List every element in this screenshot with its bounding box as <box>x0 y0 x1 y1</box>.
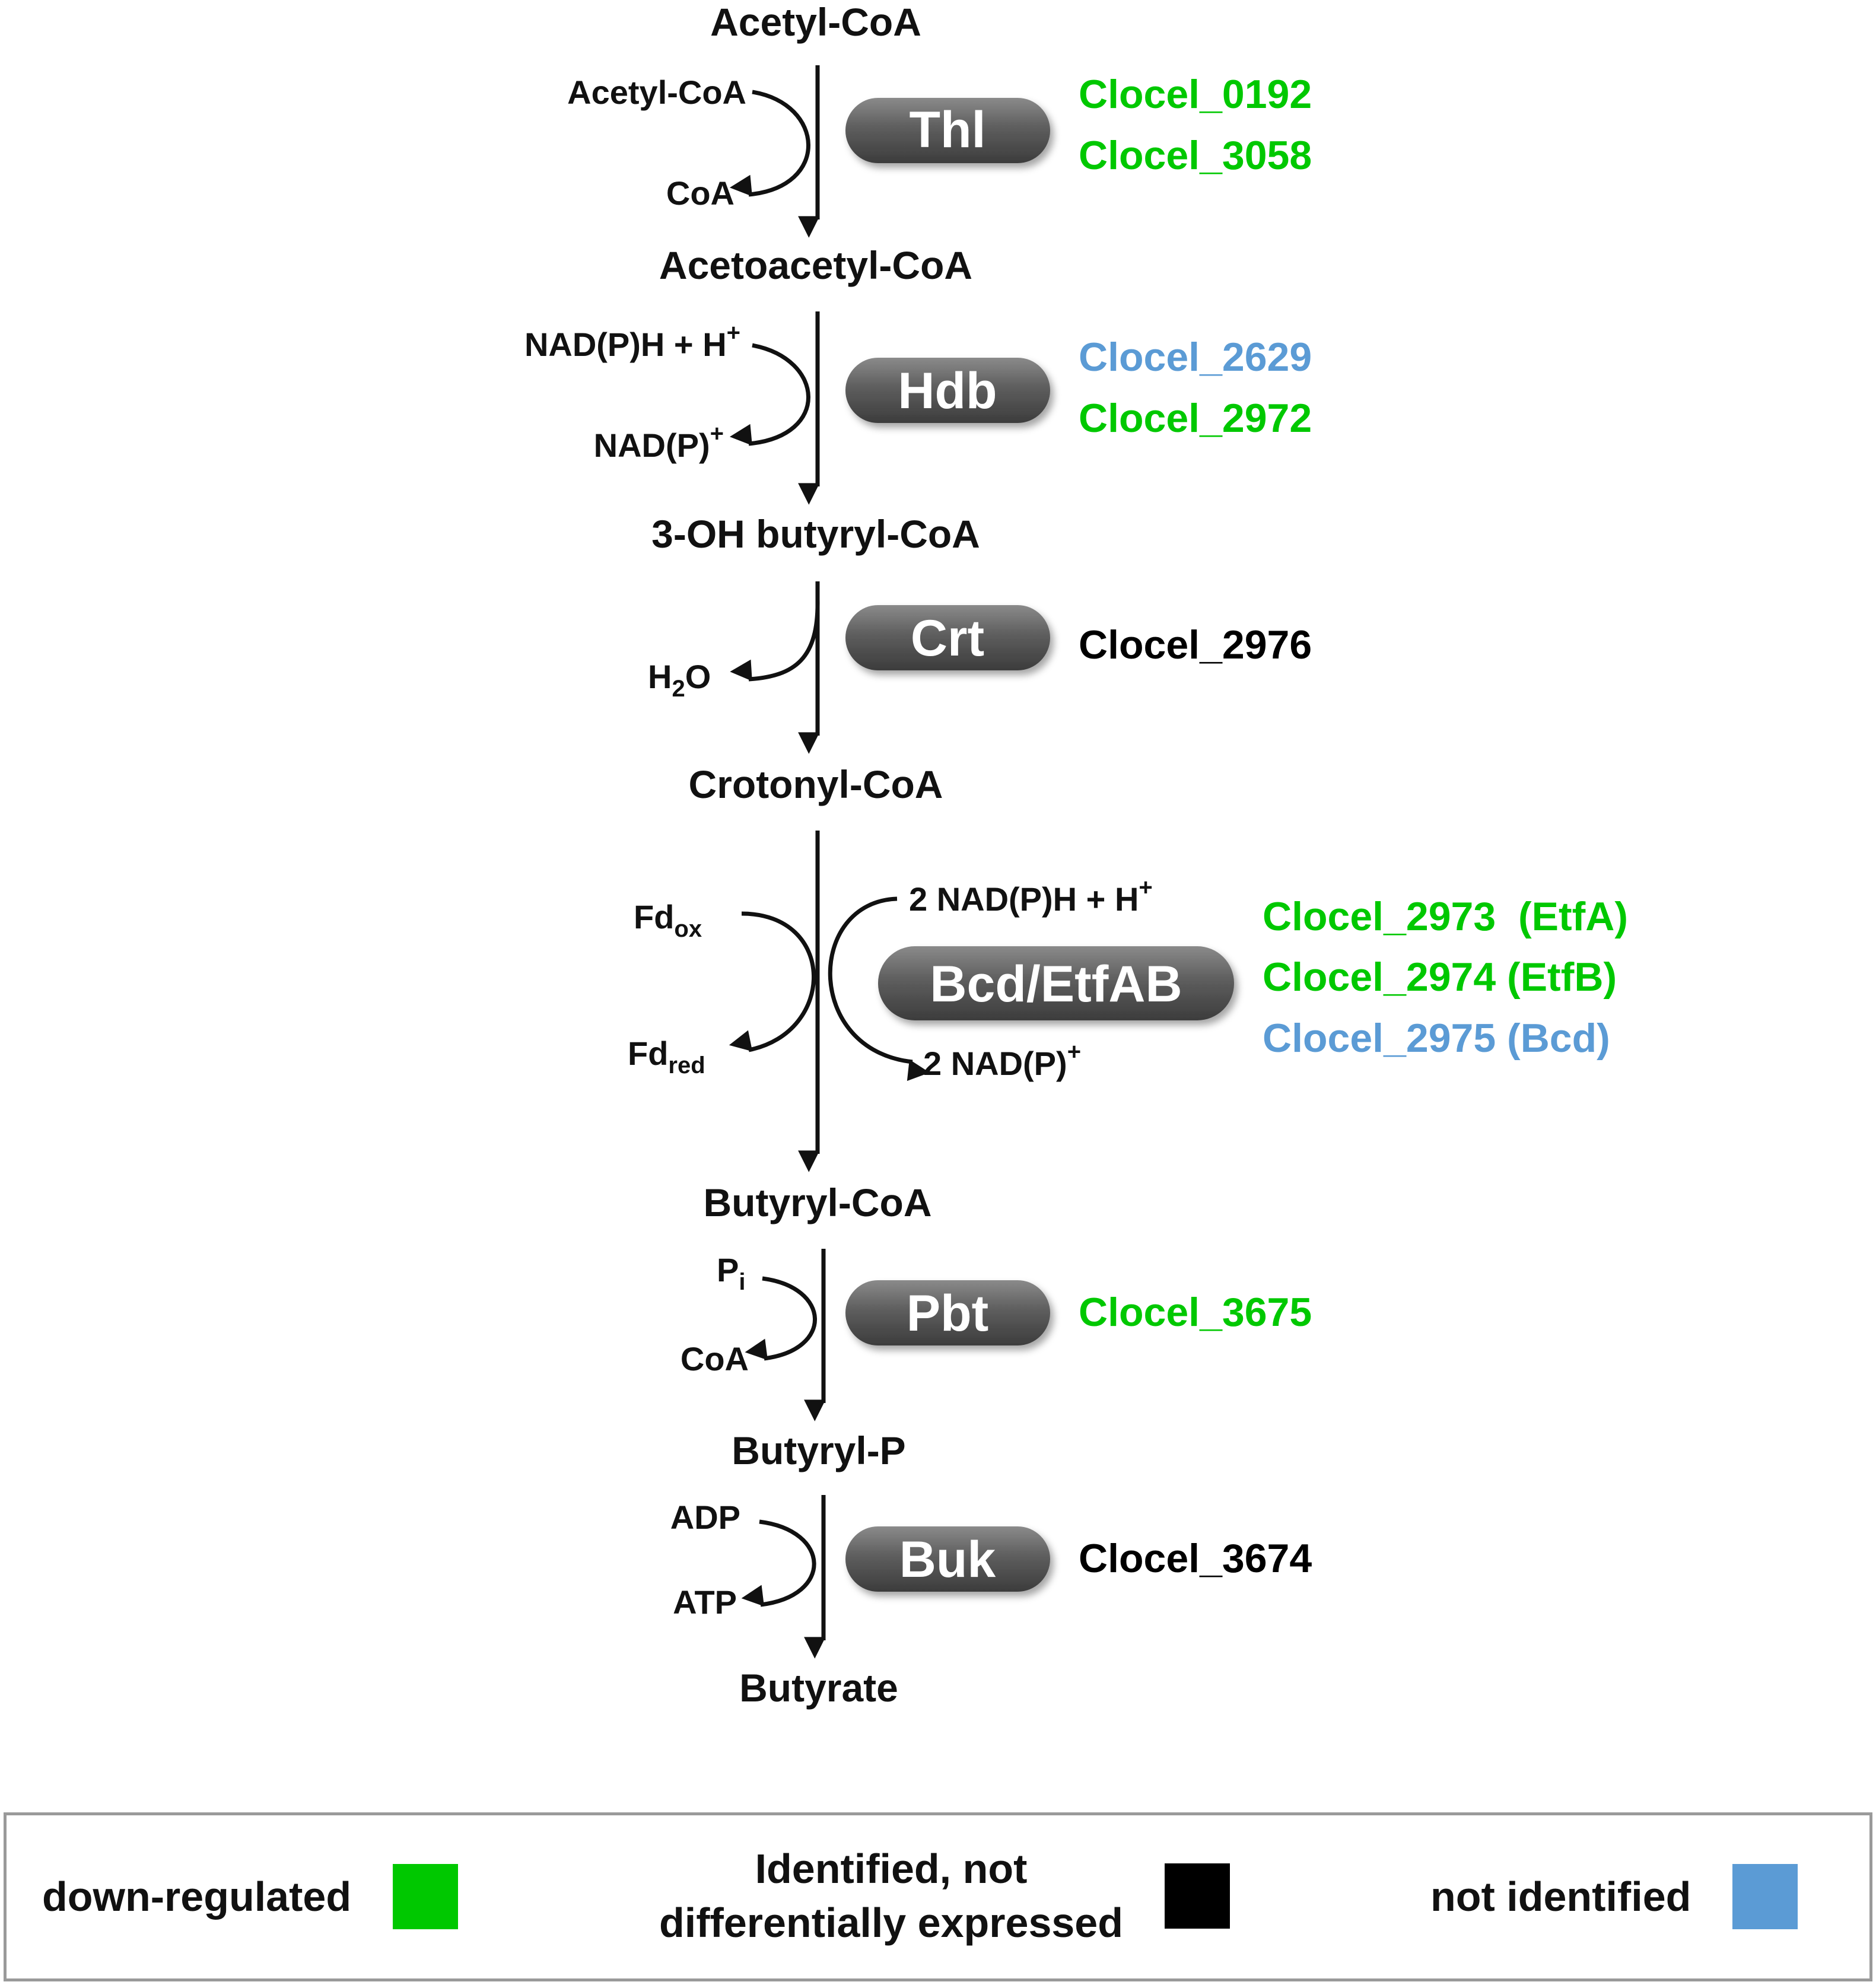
gene-thl-1: Clocel_0192 <box>1079 72 1312 117</box>
enzyme-label-hdb: Hdb <box>898 362 997 419</box>
gene-bcd-2: Clocel_2974 (EtfB) <box>1263 955 1617 1000</box>
butyrate-pathway-diagram: Acetyl-CoA Acetoacetyl-CoA 3-OH butyryl-… <box>524 0 1628 1710</box>
cofactor-pi: Pi <box>717 1251 745 1295</box>
gene-crt-1: Clocel_2976 <box>1079 622 1312 667</box>
cofactor-coa-pbt: CoA <box>681 1340 749 1378</box>
cofactor-fd-red: Fdred <box>628 1035 705 1079</box>
cofactor-arc-crt <box>730 599 820 682</box>
gene-bcd-3: Clocel_2975 (Bcd) <box>1263 1016 1610 1061</box>
cofactor-fd-ox: Fdox <box>634 898 702 942</box>
legend-label-line1: Identified, not <box>755 1846 1028 1892</box>
metabolite-acetoacetyl-coa: Acetoacetyl-CoA <box>659 243 972 287</box>
reaction-step-bcd: Fdox Fdred 2 NAD(P)H + H+ 2 NAD(P)+ Bcd/… <box>628 831 1628 1172</box>
gene-thl-2: Clocel_3058 <box>1079 133 1312 178</box>
legend-not-differential: Identified, not differentially expressed <box>659 1842 1230 1950</box>
legend-label-down-regulated: down-regulated <box>42 1873 352 1920</box>
legend-swatch-not-identified <box>1732 1864 1798 1929</box>
cofactor-acetyl-coa: Acetyl-CoA <box>567 74 746 111</box>
enzyme-pbt: Pbt <box>845 1280 1050 1345</box>
gene-pbt-1: Clocel_3675 <box>1079 1290 1312 1335</box>
enzyme-thl: Thl <box>845 98 1050 163</box>
legend-label-line2: differentially expressed <box>659 1900 1123 1946</box>
cofactor-nadph: NAD(P)H + H+ <box>524 320 740 363</box>
gene-hdb-1: Clocel_2629 <box>1079 335 1312 380</box>
reaction-step-thl: Acetyl-CoA CoA Thl Clocel_0192 Clocel_30… <box>567 65 1312 238</box>
gene-bcd-1: Clocel_2973 (EtfA) <box>1263 894 1628 939</box>
reaction-step-hdb: NAD(P)H + H+ NAD(P)+ Hdb Clocel_2629 Clo… <box>524 311 1312 505</box>
cofactor-adp: ADP <box>670 1499 740 1536</box>
metabolite-butyryl-p: Butyryl-P <box>732 1429 905 1472</box>
gene-hdb-2: Clocel_2972 <box>1079 396 1312 441</box>
metabolite-butyryl-coa: Butyryl-CoA <box>703 1181 931 1224</box>
enzyme-label-buk: Buk <box>899 1531 996 1588</box>
nad-arc <box>828 896 930 1081</box>
enzyme-buk: Buk <box>845 1526 1050 1592</box>
reaction-step-pbt: Pi CoA Pbt Clocel_3675 <box>681 1249 1312 1421</box>
legend-swatch-not-differential <box>1165 1863 1230 1929</box>
legend-label-not-differential: Identified, not differentially expressed <box>659 1842 1123 1950</box>
cofactor-arc-pbt <box>745 1276 817 1361</box>
enzyme-hdb: Hdb <box>845 358 1050 423</box>
cofactor-arc-buk <box>741 1519 816 1607</box>
reaction-step-buk: ADP ATP Buk Clocel_3674 <box>670 1495 1312 1659</box>
legend-label-not-identified: not identified <box>1430 1873 1691 1920</box>
cofactor-arc-hdb <box>729 343 810 446</box>
metabolite-crotonyl-coa: Crotonyl-CoA <box>689 762 943 806</box>
reaction-step-crt: H2O Crt Clocel_2976 <box>648 581 1312 754</box>
enzyme-bcd-etfab: Bcd/EtfAB <box>878 946 1234 1020</box>
cofactor-nadp: NAD(P)+ <box>594 421 724 464</box>
cofactor-water: H2O <box>648 658 711 702</box>
cofactor-arc-thl <box>729 90 810 197</box>
cofactor-coa: CoA <box>666 174 734 212</box>
metabolite-butyrate: Butyrate <box>739 1666 898 1710</box>
legend-swatch-down-regulated <box>393 1864 459 1929</box>
cofactor-2-nadp: 2 NAD(P)+ <box>923 1039 1081 1082</box>
metabolite-3-oh-butyryl-coa: 3-OH butyryl-CoA <box>651 512 980 556</box>
fd-arc <box>729 911 816 1052</box>
enzyme-label-bcd-etfab: Bcd/EtfAB <box>930 956 1182 1013</box>
legend-down-regulated: down-regulated <box>42 1864 459 1929</box>
cofactor-2-nadph: 2 NAD(P)H + H+ <box>909 874 1153 918</box>
legend-not-identified: not identified <box>1430 1864 1798 1929</box>
cofactor-atp: ATP <box>673 1583 737 1621</box>
enzyme-label-crt: Crt <box>911 610 984 667</box>
enzyme-crt: Crt <box>845 605 1050 670</box>
enzyme-label-pbt: Pbt <box>907 1285 989 1342</box>
metabolite-acetyl-coa: Acetyl-CoA <box>710 0 921 44</box>
enzyme-label-thl: Thl <box>910 101 986 158</box>
legend: down-regulated Identified, not different… <box>4 1812 1872 1981</box>
gene-buk-1: Clocel_3674 <box>1079 1536 1312 1581</box>
